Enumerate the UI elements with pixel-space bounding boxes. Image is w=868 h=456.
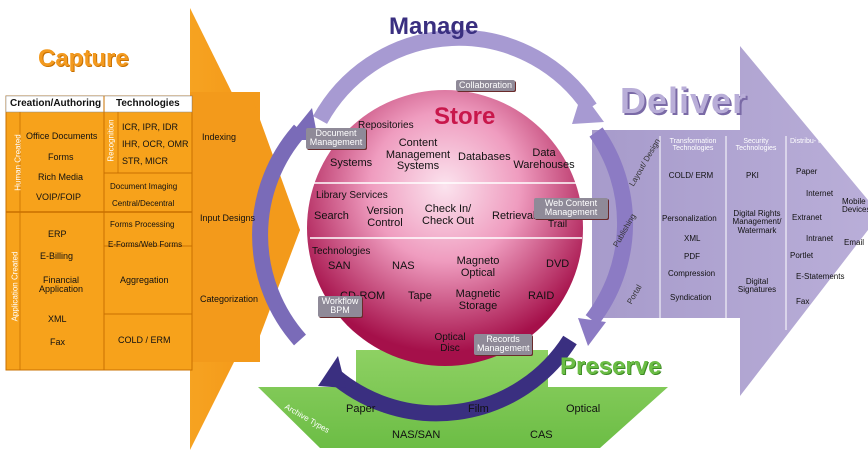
repository-content-management-systems: Content Management Systems [385,137,451,173]
capture-item-financial-application: Financial Application [38,275,84,295]
distribution-internet: Internet [806,189,834,198]
capture-col-header-technologies: Technologies [116,98,180,109]
capture-tech-forms-processing: Forms Processing [110,220,175,229]
capture-item-office-documents: Office Documents [26,131,98,141]
deliver-header-distribution: Distribu- tion [790,138,830,145]
tech-tape: Tape [408,290,432,302]
capture-arrow-input-designs: Input Designs [200,213,256,223]
tag-workflow-bpm: Workflow BPM [318,296,362,317]
capture-tech-ihr: IHR, OCR, OMR [122,139,189,149]
tech-magnetic-storage: Magnetic Storage [455,288,501,312]
library-version-control: Version Control [366,205,404,229]
transform-syndication: Syndication [670,293,712,302]
capture-title: Capture [38,45,129,72]
deliver-title: Deliver [620,80,748,121]
tag-collaboration: Collaboration [456,80,516,92]
capture-item-fax: Fax [50,337,66,347]
library-check-in-out: Check In/ Check Out [422,203,474,227]
preserve-paper: Paper [346,403,376,415]
deliver-header-security: Security Technologies [735,138,777,153]
library-trail: Trail [548,219,568,230]
distribution-paper: Paper [796,167,818,176]
preserve-nas-san: NAS/SAN [392,429,441,441]
library-retrieval: Retrieval [492,210,536,222]
tech-magneto-optical: Magneto Optical [456,255,500,279]
group-label-recognition: Recognition [106,119,116,162]
library-services-label: Library Services [316,190,388,201]
capture-arrow-categorization: Categorization [200,294,259,304]
transform-cold-erm: COLD/ ERM [668,171,714,180]
capture-col-header-creation: Creation/Authoring [10,98,102,109]
library-search: Search [314,210,349,222]
manage-title: Manage [389,13,479,40]
capture-tech-central-decentral: Central/Decentral [112,199,175,208]
transform-xml: XML [684,234,701,243]
store-title: Store [434,103,496,130]
capture-item-xml: XML [48,314,67,324]
preserve-cas: CAS [530,429,553,441]
preserve-optical: Optical [566,403,601,415]
transform-pdf: PDF [684,252,700,261]
tech-raid: RAID [528,290,555,302]
group-label-application-created: Application Created [10,251,20,322]
transform-personalization: Personalization [662,214,717,223]
distribution-e-statements: E-Statements [796,272,845,281]
distribution-extranet: Extranet [792,213,822,222]
distribution-intranet: Intranet [806,234,834,243]
distribution-mobile-devices: Mobile Devices [842,197,868,215]
capture-tech-aggregation: Aggregation [120,275,169,285]
tag-records-management: Records Management [474,334,532,355]
repository-data-warehouses: Data Warehouses [513,147,575,171]
capture-tech-cold-erm: COLD / ERM [118,335,171,345]
repositories-label: Repositories [358,120,414,131]
capture-tech-str: STR, MICR [122,156,168,166]
preserve-title: Preserve [560,353,662,380]
manage-cycle-ring-bottom [324,335,577,422]
manage-cycle-ring-left [252,124,307,346]
transform-compression: Compression [668,269,716,278]
security-pki: PKI [746,171,759,180]
tech-cd-rom: CD-ROM [340,290,386,302]
store-circle [307,90,583,366]
store-technologies-label: Technologies [312,246,371,257]
capture-item-voip-foip: VOIP/FOIP [36,192,82,202]
distribution-fax: Fax [796,297,810,306]
repository-systems: Systems [330,157,373,169]
distribution-email: Email [844,238,865,247]
capture-tech-e-forms: E-Forms/Web Forms [108,240,183,249]
tech-dvd: DVD [546,258,570,270]
tag-web-content-management: Web Content Management [534,198,608,219]
capture-item-erp: ERP [48,229,67,239]
capture-item-rich-media: Rich Media [38,172,84,182]
capture-tech-icr: ICR, IPR, IDR [122,122,179,132]
capture-arrow-indexing: Indexing [202,132,237,142]
repository-databases: Databases [458,151,511,163]
capture-item-e-billing: E-Billing [40,251,74,261]
manage-cycle-ring-right [585,127,634,325]
tech-optical-disc: Optical Disc [434,332,466,354]
preserve-film: Film [468,403,489,415]
tag-document-management: Document Management [306,128,366,149]
capture-item-forms: Forms [48,152,74,162]
manage-cycle-ring-top [312,29,597,124]
deliver-arrow [592,46,868,396]
security-digital-rights: Digital Rights Management/ Watermark [732,209,782,235]
preserve-arrow [258,350,668,448]
tech-nas: NAS [392,260,415,272]
capture-tech-document-imaging: Document Imaging [110,182,178,191]
distribution-portlet: Portlet [790,251,814,260]
group-label-human-created: Human Created [13,134,23,191]
deliver-header-transformation: Transformation Technologies [669,138,717,153]
security-digital-signatures: Digital Signatures [737,277,777,295]
tech-san: SAN [328,260,351,272]
